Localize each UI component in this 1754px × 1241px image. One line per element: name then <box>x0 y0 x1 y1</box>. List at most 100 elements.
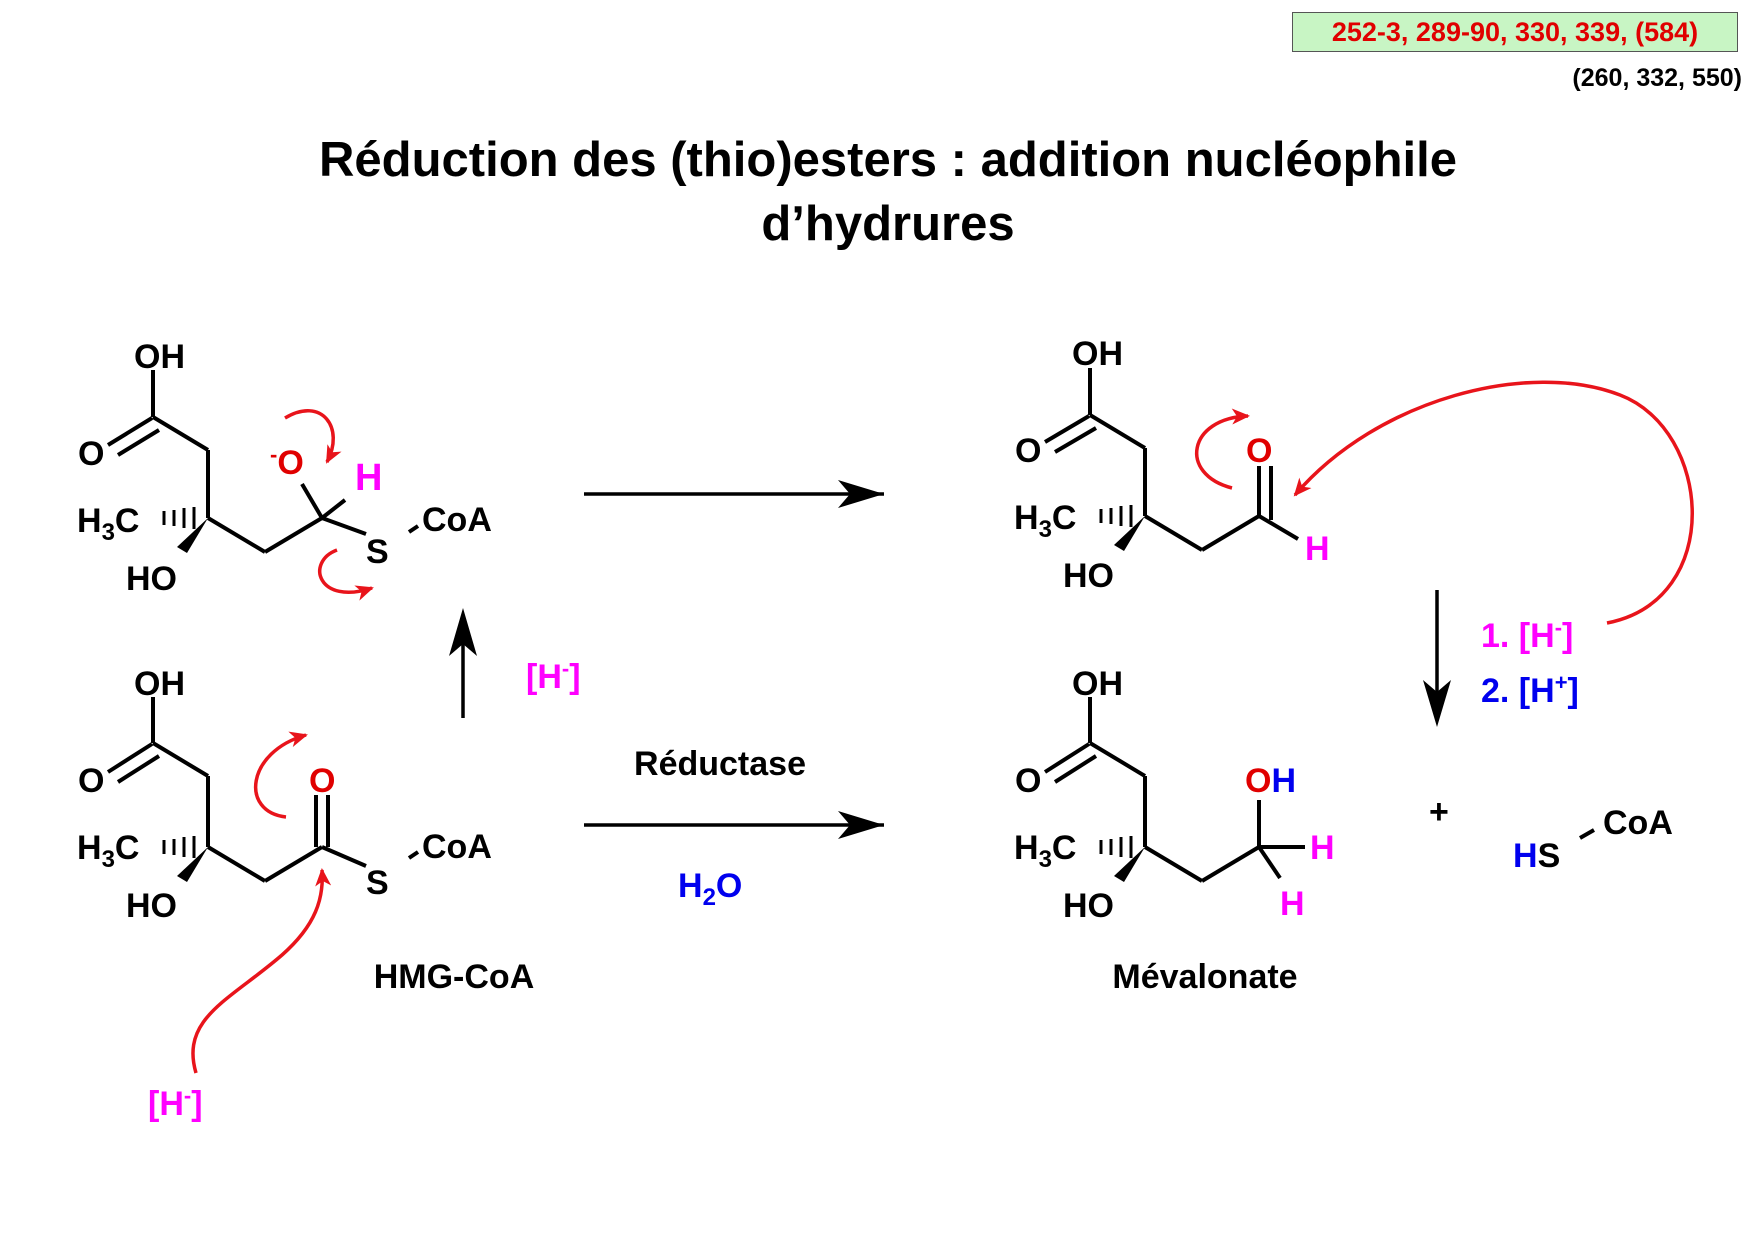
reference-pages-primary: 252-3, 289-90, 330, 339, (584) <box>1331 16 1699 47</box>
bond <box>206 516 267 554</box>
mevalonate-structure <box>1043 697 1305 883</box>
atom-label: CoA <box>422 828 492 866</box>
hydride-atom: H <box>355 457 382 499</box>
tetrahedral-intermediate-labels: OH O H3C HO -O H S CoA <box>77 338 492 598</box>
atom-label: OH <box>134 665 185 703</box>
bond <box>151 415 210 452</box>
atom-label: S <box>366 533 389 571</box>
hashed-wedge <box>1099 836 1133 858</box>
bond <box>1043 742 1091 774</box>
solid-wedge <box>1114 847 1145 882</box>
bond <box>1200 845 1261 883</box>
atom-label: O <box>1015 432 1041 470</box>
bond <box>300 482 324 520</box>
aldehyde-labels: OH O H3C HO O H <box>1014 335 1330 595</box>
arrow-head <box>1423 680 1451 727</box>
mevalonate-labels: OH O H3C HO OH H H <box>1014 665 1335 925</box>
bond <box>1257 514 1300 541</box>
atom-label: HO <box>126 560 177 598</box>
atom-label: HO <box>126 887 177 925</box>
hmg-coa-labels: OH O H3C HO O S CoA <box>77 665 492 925</box>
atom-label: HO <box>1063 887 1114 925</box>
hydride-reagent: [H-] <box>526 656 581 696</box>
hydride-reagent: [H-] <box>148 1083 203 1123</box>
hs-coa-structure: + HS CoA <box>1429 793 1673 875</box>
reactant-name: HMG-CoA <box>374 958 535 996</box>
hashed-wedge <box>162 836 196 858</box>
atom-label: H3C <box>77 829 139 873</box>
step-1-hydride: 1. [H-] <box>1481 615 1573 655</box>
hashed-wedge <box>162 507 196 529</box>
bond <box>320 498 347 520</box>
bond <box>116 754 161 784</box>
title-line-2: d’hydrures <box>761 197 1015 251</box>
reference-pages-secondary: (260, 332, 550) <box>1572 64 1742 92</box>
bond <box>321 516 367 536</box>
atom-label: O <box>78 762 104 800</box>
hashed-wedge <box>1099 505 1133 527</box>
bond <box>263 516 324 554</box>
hmg-coa-structure <box>106 697 420 883</box>
plus-sign: + <box>1429 793 1449 831</box>
step-2-proton: 2. [H+] <box>1481 670 1579 710</box>
curved-arrow <box>1194 408 1250 490</box>
solid-wedge <box>177 518 208 553</box>
title-line-1: Réduction des (thio)esters : addition nu… <box>319 133 1457 187</box>
atom-label: H3C <box>77 502 139 546</box>
water-label: H2O <box>678 867 742 911</box>
solid-wedge <box>1114 516 1145 551</box>
carbonyl-oxygen: O <box>1246 432 1272 470</box>
thiol-label: HS <box>1513 837 1560 875</box>
bond <box>206 845 267 883</box>
product-name: Mévalonate <box>1112 958 1297 996</box>
atom-label: CoA <box>422 501 492 539</box>
bond <box>1257 845 1282 880</box>
bond <box>1579 828 1595 840</box>
atom-label: O <box>78 435 104 473</box>
hydroxyl-label: OH <box>1245 762 1296 800</box>
bond <box>263 845 324 883</box>
arrow-head <box>449 608 477 656</box>
atom-label: OH <box>134 338 185 376</box>
hydride-atom: H <box>1280 885 1305 923</box>
atom-label: H3C <box>1014 829 1076 873</box>
arrow-head <box>838 811 884 839</box>
bond <box>1143 514 1204 552</box>
atom-label: S <box>366 864 389 902</box>
bond <box>116 428 161 457</box>
solid-wedge <box>177 847 208 882</box>
bond <box>321 845 367 868</box>
atom-label: HO <box>1063 557 1114 595</box>
aldehyde-intermediate <box>1043 368 1300 552</box>
bond <box>1043 414 1091 444</box>
arrow-head <box>838 480 884 508</box>
atom-label: H3C <box>1014 499 1076 543</box>
bond <box>1143 845 1204 883</box>
bond <box>407 524 420 534</box>
atom-label: CoA <box>1603 804 1673 842</box>
bond <box>151 741 210 778</box>
tetrahedral-intermediate <box>106 370 420 554</box>
bond <box>1200 514 1261 552</box>
curved-arrow <box>1293 380 1694 625</box>
bond <box>106 416 154 447</box>
reductase-label: Réductase <box>634 745 806 783</box>
bond <box>1088 413 1147 450</box>
curved-arrow <box>318 548 374 601</box>
bond <box>407 850 420 860</box>
atom-label: OH <box>1072 665 1123 703</box>
hydride-atom: H <box>1310 829 1335 867</box>
atom-label: OH <box>1072 335 1123 373</box>
bond <box>1053 426 1098 454</box>
bond <box>1088 741 1147 778</box>
carbonyl-oxygen: O <box>309 762 335 800</box>
atom-label: O <box>1015 762 1041 800</box>
reference-pages-box: 252-3, 289-90, 330, 339, (584) <box>1292 12 1738 52</box>
hydride-atom: H <box>1305 530 1330 568</box>
alkoxide-label: -O <box>270 442 304 482</box>
curved-arrow <box>253 731 308 819</box>
curved-arrow <box>191 868 332 1074</box>
page-title: Réduction des (thio)esters : addition nu… <box>0 128 1754 256</box>
